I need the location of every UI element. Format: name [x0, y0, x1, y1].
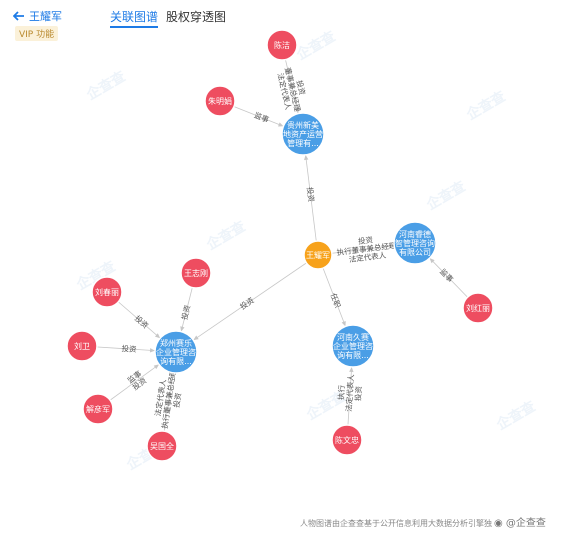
edge-arrow — [429, 258, 435, 264]
edge-label: 投资 — [353, 385, 364, 401]
edge-arrow — [180, 326, 185, 332]
edge-arrow — [349, 366, 354, 373]
edge-arrow — [169, 372, 175, 379]
back-arrow-icon — [13, 11, 24, 21]
edge-arrow — [193, 335, 199, 341]
node-circle — [82, 393, 114, 425]
watermark-text: 企查查 — [293, 27, 340, 64]
graph-node-person[interactable]: 王志刚 — [180, 257, 212, 289]
edge-line — [305, 154, 319, 256]
node-circle — [393, 221, 437, 265]
node-circle — [462, 292, 494, 324]
edge-label: 法定代表人 — [343, 373, 355, 412]
weibo-handle: ◉ @企查查 — [494, 514, 546, 529]
graph-node-person[interactable]: 陈洁 — [266, 29, 298, 61]
back-label: 王耀军 — [29, 10, 62, 23]
edge-arrow — [388, 244, 395, 249]
node-circle — [180, 257, 212, 289]
back-button[interactable]: 王耀军 — [13, 8, 62, 24]
graph-node-person[interactable]: 刘卫 — [66, 330, 98, 362]
graph-node-company[interactable]: 河南久赛企业管理咨询有限... — [331, 324, 375, 368]
node-circle — [303, 240, 333, 270]
weibo-icon: ◉ — [494, 518, 503, 529]
node-circle — [66, 330, 98, 362]
edge-label: 法定代表人 — [348, 250, 387, 265]
edge-label: 投资 — [121, 343, 137, 354]
edge-label: 投资 — [179, 303, 192, 320]
node-circle — [204, 85, 236, 117]
edge-label: 监事 — [253, 110, 271, 125]
vip-badge: VIP 功能 — [15, 26, 59, 41]
node-circle — [331, 324, 375, 368]
edge-label: 执行 — [336, 384, 347, 400]
node-circle — [331, 424, 363, 456]
graph-node-person[interactable]: 陈文忠 — [331, 424, 363, 456]
node-circle — [281, 112, 325, 156]
edge-label: 投资 — [238, 294, 256, 311]
edge-arrow — [304, 154, 309, 161]
edge-arrow — [149, 348, 156, 353]
node-circle — [266, 29, 298, 61]
watermark-text: 企查查 — [493, 397, 540, 434]
tab-relation-graph[interactable]: 关联图谱 — [110, 10, 159, 28]
graph-node-person[interactable]: 吴国全 — [146, 430, 178, 462]
watermark-text: 企查查 — [423, 177, 470, 214]
edge-arrow — [278, 122, 284, 127]
graph-node-company[interactable]: 郑州赛乐企业管理咨询有限... — [154, 330, 198, 374]
graph-node-person[interactable]: 朱明娟 — [204, 85, 236, 117]
edge-arrow — [294, 108, 300, 114]
edge-line — [193, 254, 319, 341]
edge-arrow — [154, 333, 161, 339]
edge-arrow — [341, 320, 346, 327]
graph-node-person[interactable]: 解彦军 — [82, 393, 114, 425]
graph-node-person[interactable]: 刘春丽 — [91, 276, 123, 308]
tab-equity-penetration[interactable]: 股权穿透图 — [166, 10, 227, 24]
watermark-text: 企查查 — [83, 67, 130, 104]
node-circle — [91, 276, 123, 308]
node-circle — [146, 430, 178, 462]
edge-label: 投资 — [305, 186, 317, 203]
edge-label: 投资 — [295, 79, 308, 96]
graph-node-company[interactable]: 贵州新美地资产运营管理有... — [281, 112, 325, 156]
watermark-text: 企查查 — [463, 87, 510, 124]
edge-arrow — [153, 364, 160, 370]
weibo-label: @企查查 — [505, 518, 546, 529]
footer-note: 人物图谱由企查查基于公开信息利用大数据分析引擎独 — [300, 519, 492, 528]
edge-label: 投资 — [171, 392, 183, 409]
graph-node-center[interactable]: 王耀军 — [303, 240, 333, 270]
watermark-text: 企查查 — [203, 217, 250, 254]
top-bar: 王耀军 VIP 功能 关联图谱 股权穿透图 — [0, 0, 570, 44]
edge-label: 任职 — [329, 292, 344, 310]
graph-node-person[interactable]: 刘红丽 — [462, 292, 494, 324]
edge-label: 投资 — [357, 234, 374, 246]
node-circle — [154, 330, 198, 374]
